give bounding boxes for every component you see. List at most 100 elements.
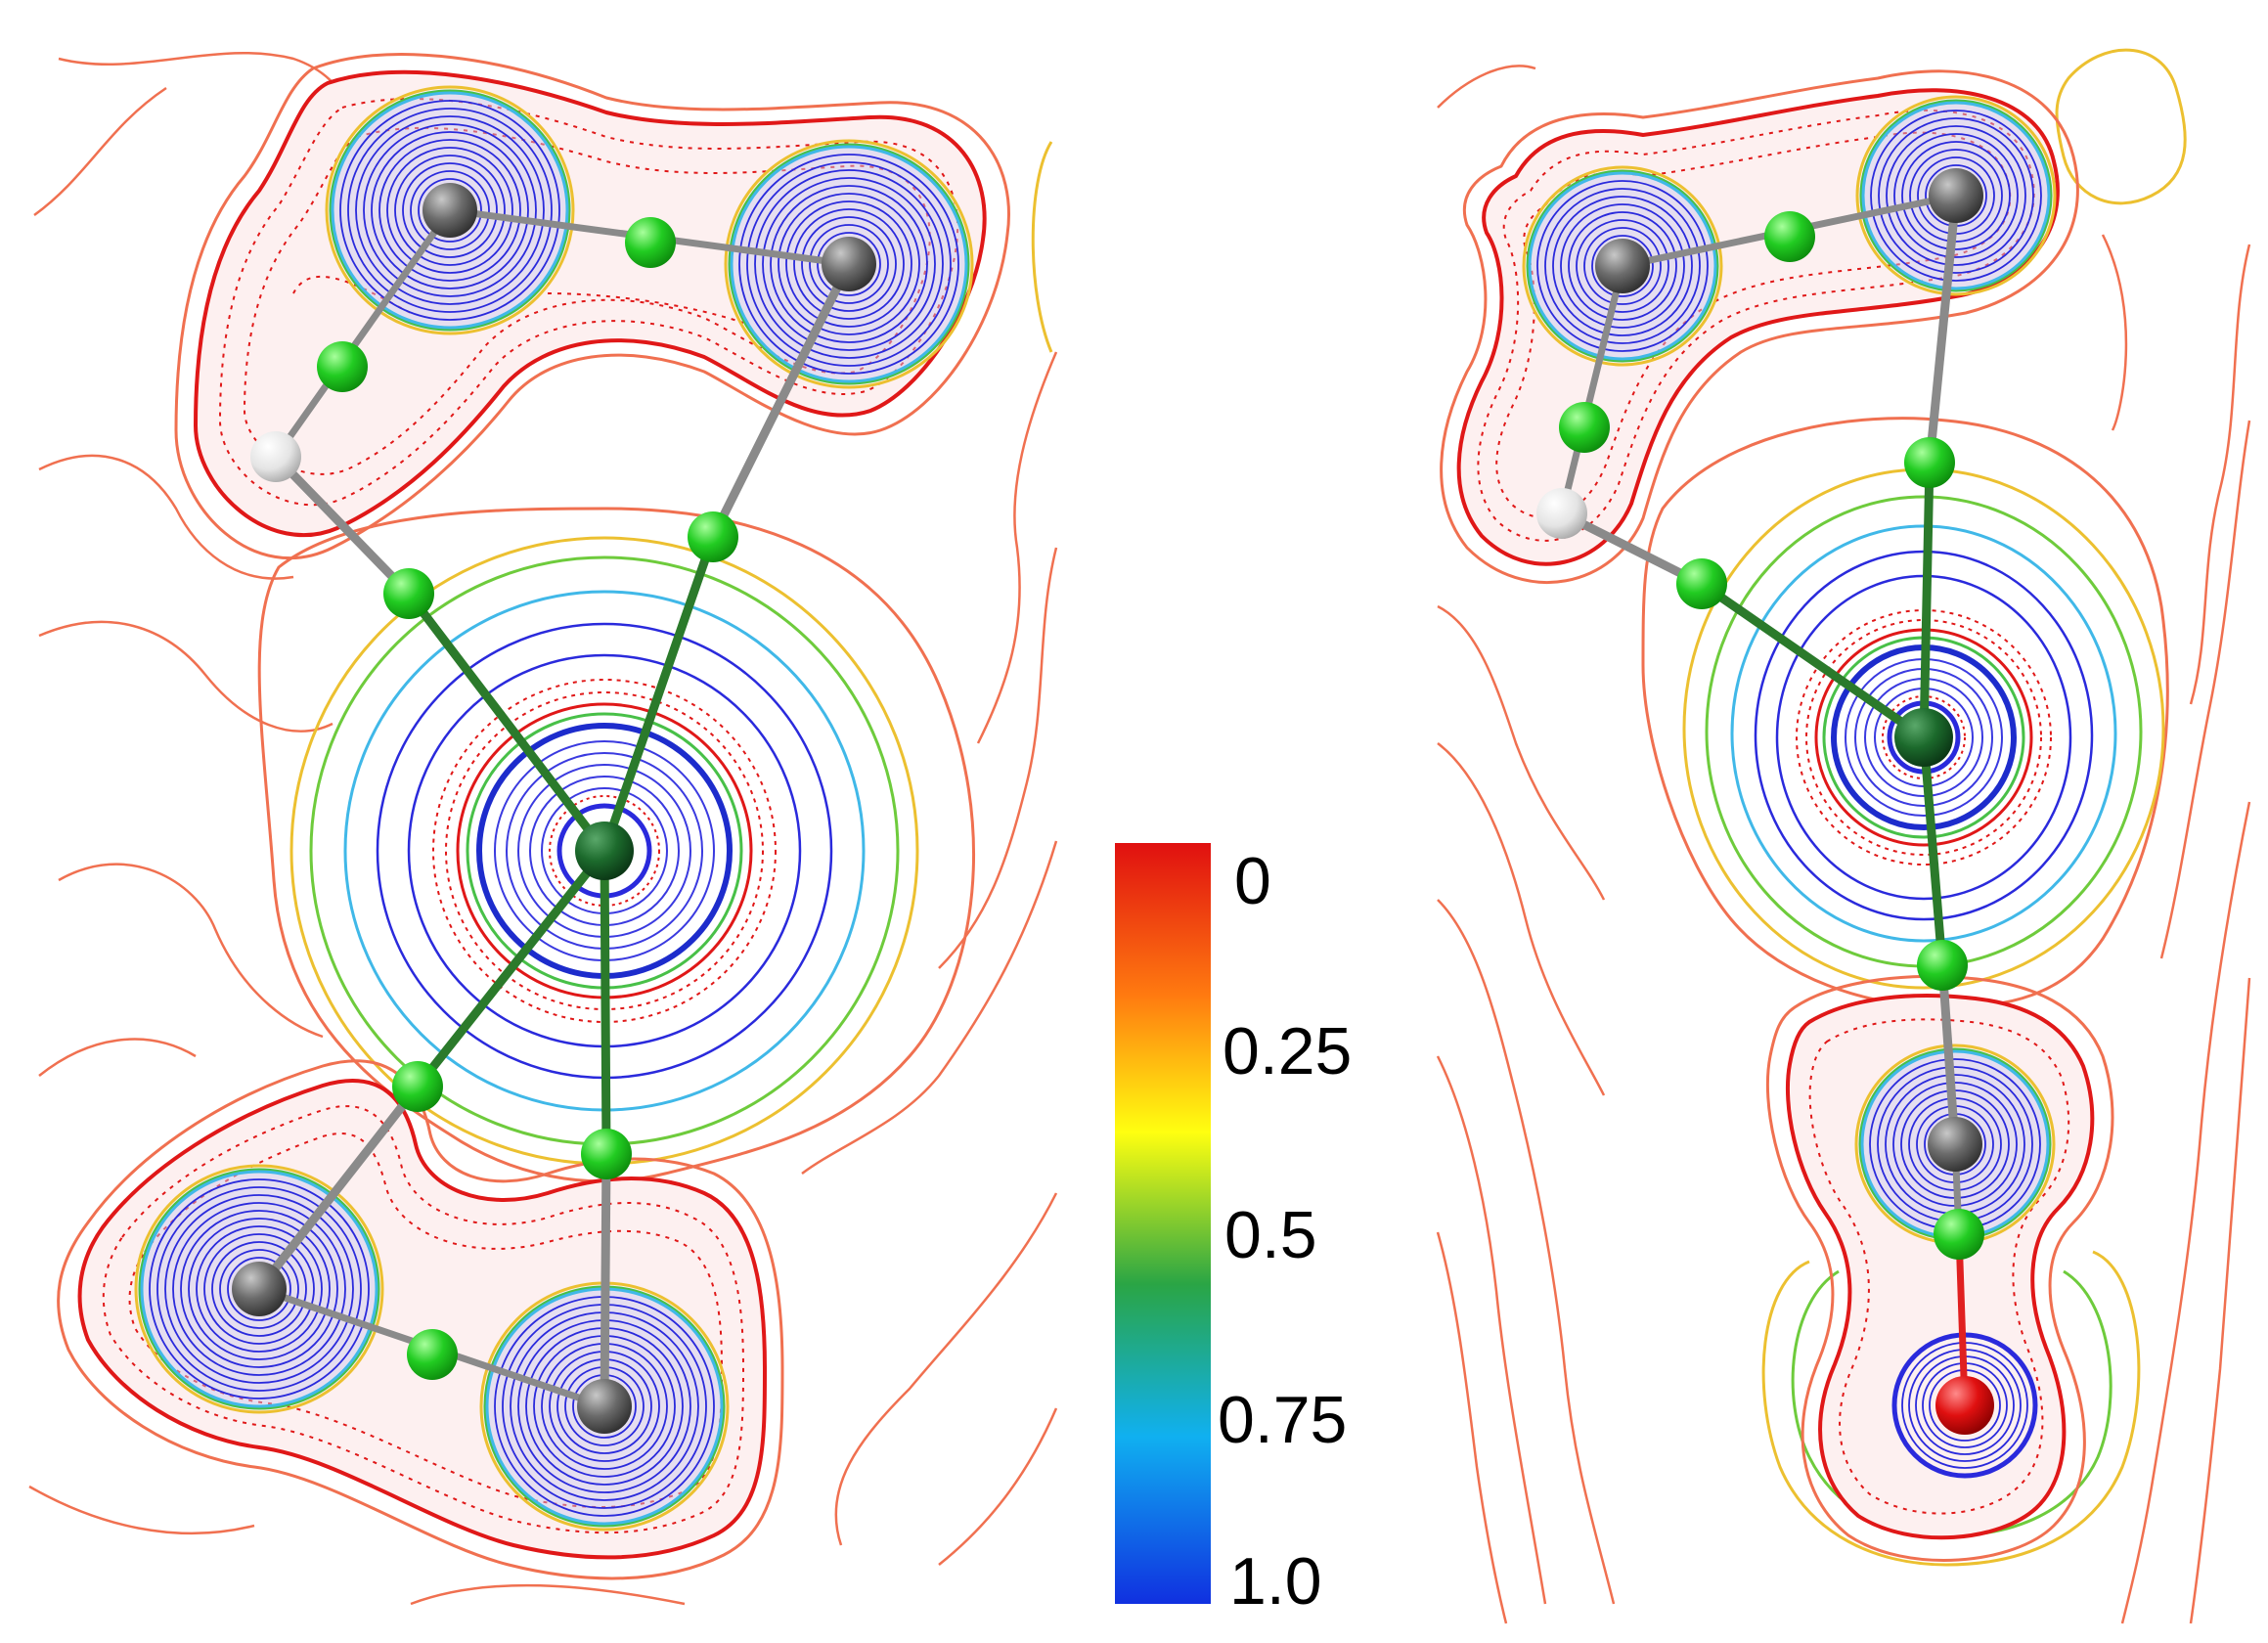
carbon-shell-blue — [1552, 196, 1693, 336]
carbon-shell-green — [329, 89, 571, 332]
colorbar-label-025: 0.25 — [1223, 1014, 1352, 1088]
carbon-shell-blue — [1901, 141, 2011, 250]
carbon-shell-blue — [347, 108, 553, 313]
carbon-shell-blue — [227, 1257, 291, 1321]
bond-critical-point — [317, 341, 368, 392]
left-top-lobe — [174, 53, 1010, 560]
left-outer-contours — [28, 52, 1058, 1606]
carbon-shell-blue — [1886, 125, 2026, 266]
carbon-shell-blue — [402, 162, 498, 258]
bond-path-segment — [600, 532, 718, 856]
bond-path-segment — [1919, 733, 1947, 970]
colorbar-label-075: 0.75 — [1218, 1383, 1347, 1457]
carbon-shell-blue — [1909, 149, 2003, 243]
bond-critical-point — [1559, 402, 1610, 453]
bond-critical-point — [688, 511, 738, 562]
carbon-shell-blue — [188, 1218, 331, 1360]
carbon-shell-blue — [410, 170, 490, 250]
carbon-shell-blue — [785, 200, 912, 328]
carbon-shell-blue — [762, 177, 936, 351]
right-outer-contours — [1436, 65, 2251, 1624]
carbon-shell-blue — [754, 169, 944, 359]
carbon-shell-blue — [418, 178, 482, 243]
carbon-atom — [822, 237, 876, 291]
metal-atom — [1894, 708, 1953, 767]
carbon-shell-blue — [394, 155, 506, 266]
right-atoms — [1536, 168, 1994, 1435]
carbon-shell-blue — [180, 1210, 338, 1368]
bond-path-segment — [254, 1082, 422, 1294]
carbon-shell-blue — [1893, 133, 2019, 258]
carbon-shell-blue — [1878, 117, 2034, 274]
bond-critical-point — [1676, 558, 1727, 609]
carbon-shell-blue — [371, 131, 529, 289]
carbon-shell-yellow — [325, 85, 575, 335]
carbon-atom — [1595, 239, 1650, 293]
left-bond-paths — [254, 206, 854, 1411]
carbon-shell-blue — [793, 208, 905, 320]
carbon-shell-blue — [801, 216, 897, 312]
carbon-shell-green — [1859, 99, 2053, 292]
right-critical-points — [1559, 211, 1984, 1260]
carbon-shell-blue — [817, 232, 881, 296]
carbon-shell-blue — [355, 115, 545, 305]
carbon-shell-blue — [339, 100, 560, 321]
carbon-shell-blue — [809, 224, 889, 304]
colorbar: 0 0.25 0.5 0.75 1.0 — [1115, 843, 1352, 1619]
right-central-shells — [1641, 417, 2169, 1009]
left-contour-panel — [28, 52, 1058, 1606]
carbon-shell-yellow — [1522, 165, 1723, 367]
left-critical-points — [317, 217, 738, 1380]
bond-path-segment — [1919, 458, 1934, 742]
carbon-shell-blue — [1536, 180, 1709, 352]
bond-path — [1558, 262, 1626, 517]
carbon-shell-blue — [196, 1225, 323, 1353]
colorbar-label-05: 0.5 — [1224, 1198, 1317, 1272]
bond-path-segment — [600, 1149, 611, 1411]
bond-path-segment — [600, 846, 611, 1159]
carbon-shell-blue — [746, 161, 952, 367]
carbon-shell-blue — [219, 1249, 299, 1329]
bond-path-segment — [271, 452, 414, 599]
left-atoms — [232, 183, 876, 1434]
bond-critical-point — [1917, 940, 1968, 991]
bond-path-segment — [404, 589, 609, 856]
oxygen-atom — [1935, 1376, 1994, 1435]
carbon-shell-blue — [1560, 203, 1685, 329]
carbon-atom — [1929, 168, 1983, 223]
bond-path — [272, 206, 454, 461]
bond-path-segment — [708, 259, 854, 542]
carbon-shell-blue — [1591, 235, 1654, 297]
carbon-atom — [577, 1379, 632, 1434]
bond-path-segment — [1925, 191, 1961, 467]
carbon-shell-yellow — [1855, 95, 2057, 296]
right-contour-panel — [1436, 48, 2251, 1624]
carbon-shell-blue — [1583, 227, 1662, 305]
carbon-shell-blue — [778, 193, 920, 335]
carbon-shell-blue — [1568, 211, 1677, 321]
carbon-shell-blue — [156, 1186, 362, 1392]
bond-critical-point — [407, 1329, 458, 1380]
carbon-shell-blue — [770, 185, 928, 343]
carbon-shell-blue — [738, 154, 959, 375]
carbon-atom — [232, 1262, 287, 1316]
bond-critical-point — [383, 568, 434, 619]
carbon-shell-blue — [1544, 188, 1701, 344]
carbon-shell-green — [138, 1168, 380, 1410]
carbon-shell-yellow — [724, 139, 974, 389]
bond-critical-point — [392, 1061, 443, 1112]
carbon-shell-blue — [1576, 219, 1669, 313]
carbon-shell-green — [1526, 169, 1719, 363]
carbon-shell-blue — [211, 1241, 307, 1337]
bond-critical-point — [1934, 1209, 1984, 1260]
hydrogen-atom — [250, 431, 301, 482]
carbon-shell-yellow — [134, 1164, 384, 1414]
hydrogen-atom — [1536, 488, 1587, 539]
colorbar-gradient — [1115, 843, 1211, 1604]
carbon-shell-blue — [203, 1233, 315, 1345]
left-yellow-tail — [1031, 141, 1053, 353]
bond-path-segment — [413, 846, 609, 1091]
metal-atom — [575, 822, 634, 880]
bond-critical-point — [581, 1129, 632, 1179]
carbon-shell-blue — [149, 1178, 370, 1399]
